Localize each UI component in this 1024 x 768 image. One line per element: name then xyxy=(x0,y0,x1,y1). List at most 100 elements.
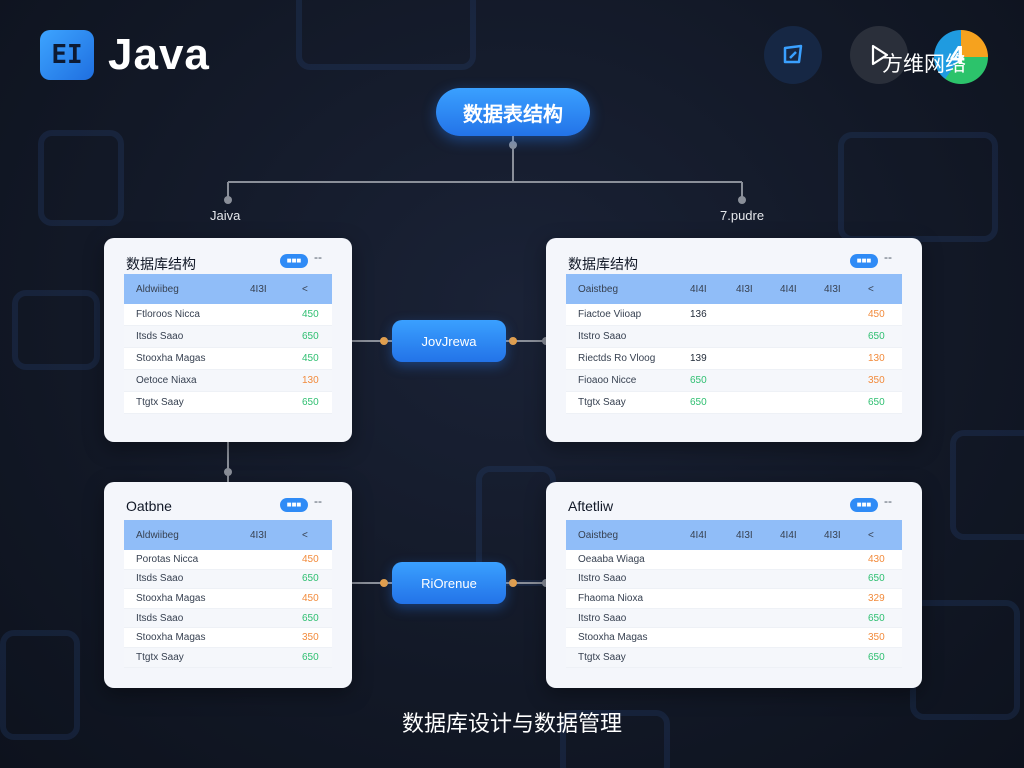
card-toggle-pill[interactable]: ■■■ xyxy=(280,498,308,512)
column-header: < xyxy=(302,283,308,295)
table-cell: Stooxha Magas xyxy=(136,592,206,604)
table-cell: Stooxha Magas xyxy=(136,632,206,644)
more-icon[interactable]: -- xyxy=(314,494,322,508)
column-header: 4I4I xyxy=(780,529,797,541)
table-cell: 650 xyxy=(868,651,885,663)
table-cell: 650 xyxy=(868,612,885,624)
root-node[interactable]: 数据表结构 xyxy=(436,88,590,136)
column-header: Aldwiibeg xyxy=(136,283,179,295)
brand-logo: EI Java xyxy=(40,30,210,80)
table-row[interactable]: Ttgtx Saay 650 650 xyxy=(566,392,902,414)
card-title: Aftetliw xyxy=(568,498,614,514)
table-cell: 650 xyxy=(690,397,707,408)
badge-number: 4 xyxy=(950,40,965,70)
table-card-top-right: 数据库结构 ■■■ -- Oaistbeg 4I4I 4I3I 4I4I 4I3… xyxy=(546,238,922,442)
table-cell: 650 xyxy=(868,397,885,408)
table-cell: 350 xyxy=(302,632,319,644)
table-cell: 450 xyxy=(302,553,319,565)
column-header: 4I4I xyxy=(690,529,707,541)
table-header: Oaistbeg 4I4I 4I3I 4I4I 4I3I < xyxy=(566,274,902,304)
table-row[interactable]: Itstro Saao 650 xyxy=(566,326,902,348)
table-card-bottom-right: Aftetliw ■■■ -- Oaistbeg 4I4I 4I3I 4I4I … xyxy=(546,482,922,688)
table-row[interactable]: Porotas Nicca 450 xyxy=(124,550,332,570)
column-header: < xyxy=(868,283,874,295)
table-row[interactable]: Itsds Saao 650 xyxy=(124,326,332,348)
table-cell: Ttgtx Saay xyxy=(578,397,626,408)
table-row[interactable]: Ttgtx Saay 650 xyxy=(124,647,332,668)
channel-badge[interactable] xyxy=(934,30,988,84)
data-table: Oaistbeg 4I4I 4I3I 4I4I 4I3I < Fiactoe V… xyxy=(566,274,902,414)
table-cell: Porotas Nicca xyxy=(136,553,199,565)
table-cell: 450 xyxy=(302,309,319,320)
table-cell: 650 xyxy=(302,331,319,342)
table-cell: 450 xyxy=(302,353,319,364)
table-row[interactable]: Fioaoo Nicce 650 350 xyxy=(566,370,902,392)
column-header: Aldwiibeg xyxy=(136,529,179,541)
share-button[interactable] xyxy=(764,26,822,84)
bg-decor-doc xyxy=(0,630,80,740)
table-cell: Fioaoo Nicce xyxy=(578,375,637,386)
table-row[interactable]: Stooxha Magas 350 xyxy=(124,628,332,648)
table-cell: 650 xyxy=(302,397,319,408)
table-cell: 350 xyxy=(868,375,885,386)
more-icon[interactable]: -- xyxy=(314,250,322,264)
link-node-bottom[interactable]: RiOrenue xyxy=(392,562,506,604)
column-header: 4I3I xyxy=(736,283,753,295)
column-header: 4I4I xyxy=(690,283,707,295)
card-title: 数据库结构 xyxy=(126,256,196,272)
table-cell: Ttgtx Saay xyxy=(136,651,184,663)
table-cell: 650 xyxy=(868,331,885,342)
table-cell: 650 xyxy=(690,375,707,386)
table-cell: 650 xyxy=(302,573,319,585)
table-cell: 650 xyxy=(302,612,319,624)
column-header: 4I3I xyxy=(824,529,841,541)
table-cell: Itsds Saao xyxy=(136,331,184,342)
table-cell: 130 xyxy=(868,353,885,364)
card-toggle-pill[interactable]: ■■■ xyxy=(280,254,308,268)
branch-label-left: Jaiva xyxy=(210,208,241,223)
table-cell: 329 xyxy=(868,592,885,604)
card-toggle-pill[interactable]: ■■■ xyxy=(850,254,878,268)
table-row[interactable]: Fhaoma Nioxa 329 xyxy=(566,589,902,609)
table-cell: Itstro Saao xyxy=(578,331,627,342)
card-toggle-pill[interactable]: ■■■ xyxy=(850,498,878,512)
logo-mark-icon: EI xyxy=(40,30,94,80)
play-button[interactable] xyxy=(850,26,908,84)
table-cell: 650 xyxy=(868,573,885,585)
brand-title: Java xyxy=(108,30,210,79)
more-icon[interactable]: -- xyxy=(884,250,892,264)
column-header: 4I3I xyxy=(736,529,753,541)
more-icon[interactable]: -- xyxy=(884,494,892,508)
card-title: Oatbne xyxy=(126,498,172,514)
data-table: Oaistbeg 4I4I 4I3I 4I4I 4I3I < Oeaaba Wi… xyxy=(566,520,902,668)
table-cell: 450 xyxy=(868,309,885,320)
table-cell: Oetoce Niaxa xyxy=(136,375,197,386)
column-header: 4I3I xyxy=(824,283,841,295)
table-cell: 650 xyxy=(302,651,319,663)
bg-decor-doc xyxy=(38,130,124,226)
table-row[interactable]: Ttgtx Saay 650 xyxy=(124,392,332,414)
column-header: Oaistbeg xyxy=(578,283,619,295)
card-title: 数据库结构 xyxy=(568,256,638,272)
table-cell: 136 xyxy=(690,309,707,320)
table-cell: Fhaoma Nioxa xyxy=(578,592,644,604)
table-cell: Ttgtx Saay xyxy=(136,397,184,408)
branch-label-right: 7.pudre xyxy=(720,208,765,223)
link-node-top[interactable]: JovJrewa xyxy=(392,320,506,362)
